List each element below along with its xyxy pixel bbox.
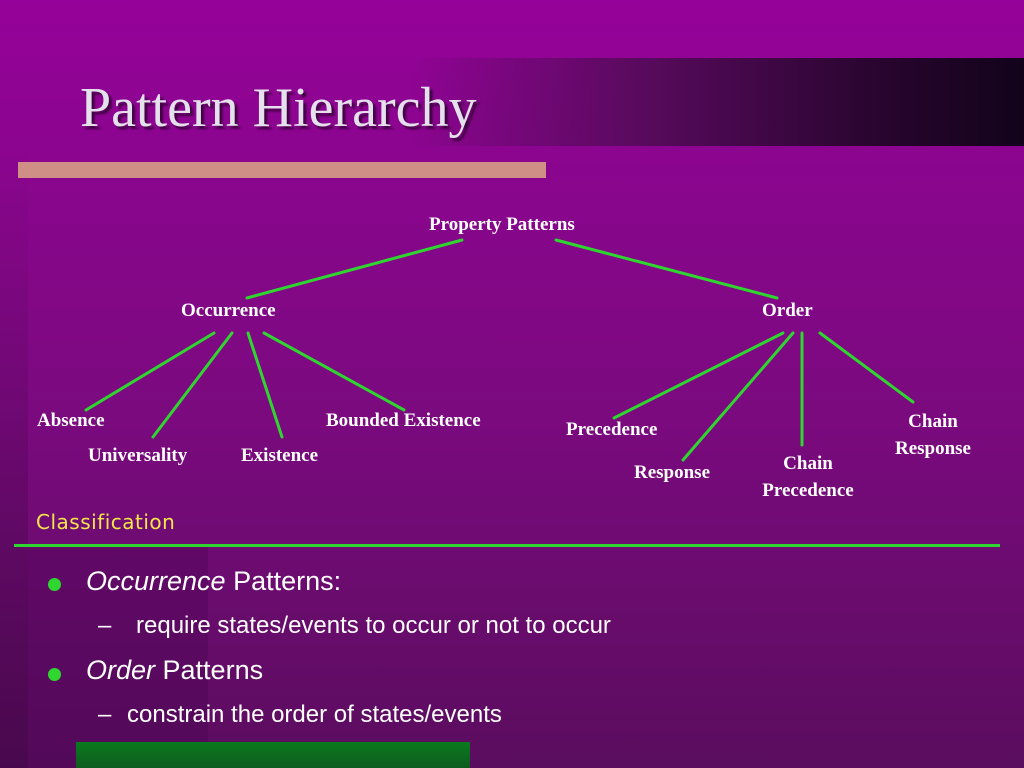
bullet-occurrence: Occurrence Patterns: xyxy=(86,566,341,597)
sub-bullet-dash: – xyxy=(98,612,112,639)
edge-root-occurrence xyxy=(245,238,464,300)
node-property-patterns: Property Patterns xyxy=(429,214,575,235)
node-occurrence: Occurrence xyxy=(181,300,276,321)
node-absence: Absence xyxy=(37,410,105,431)
edge-root-order xyxy=(554,238,779,300)
bullet-dot xyxy=(48,668,61,681)
node-chain-precedence-line2: Precedence xyxy=(762,480,854,501)
sub-bullet-dash: – xyxy=(98,701,112,728)
bullet-occurrence-text: Patterns: xyxy=(225,566,342,596)
left-shade-column xyxy=(0,146,28,768)
slide-title: Pattern Hierarchy xyxy=(80,77,477,139)
hierarchy-connectors xyxy=(84,238,915,462)
bottom-green-bar xyxy=(76,742,470,768)
node-response: Response xyxy=(634,462,711,483)
bullet-dot xyxy=(48,578,61,591)
edge-order-chain-response xyxy=(818,331,915,404)
node-chain-response: Chain Response xyxy=(878,408,988,462)
bullet-order: Order Patterns xyxy=(86,655,263,686)
node-chain-response-line1: Chain xyxy=(908,411,958,432)
node-chain-response-line2: Response xyxy=(894,438,971,459)
node-bounded-existence: Bounded Existence xyxy=(326,410,481,431)
bullet-occurrence-emphasis: Occurrence xyxy=(86,566,226,596)
sub-bullet-order: constrain the order of states/events xyxy=(127,701,502,728)
edge-occurrence-absence xyxy=(84,331,216,412)
node-chain-precedence: Chain Precedence xyxy=(748,450,868,504)
edge-occurrence-existence xyxy=(246,331,284,439)
node-order: Order xyxy=(762,300,813,321)
node-precedence: Precedence xyxy=(566,419,658,440)
title-band xyxy=(0,58,1024,146)
node-existence: Existence xyxy=(241,445,319,466)
divider-rule xyxy=(14,544,1000,547)
edge-occurrence-universality xyxy=(151,331,234,439)
edge-order-response xyxy=(681,331,795,462)
accent-bar xyxy=(18,162,546,178)
edge-order-precedence xyxy=(612,331,785,420)
node-chain-precedence-line1: Chain xyxy=(783,453,833,474)
classification-heading: Classification xyxy=(36,510,176,534)
node-universality: Universality xyxy=(88,445,188,466)
sub-bullet-occurrence: require states/events to occur or not to… xyxy=(136,612,611,639)
edge-occurrence-bounded xyxy=(262,331,406,412)
bullet-order-text: Patterns xyxy=(155,655,264,685)
bullet-order-emphasis: Order xyxy=(86,655,156,685)
